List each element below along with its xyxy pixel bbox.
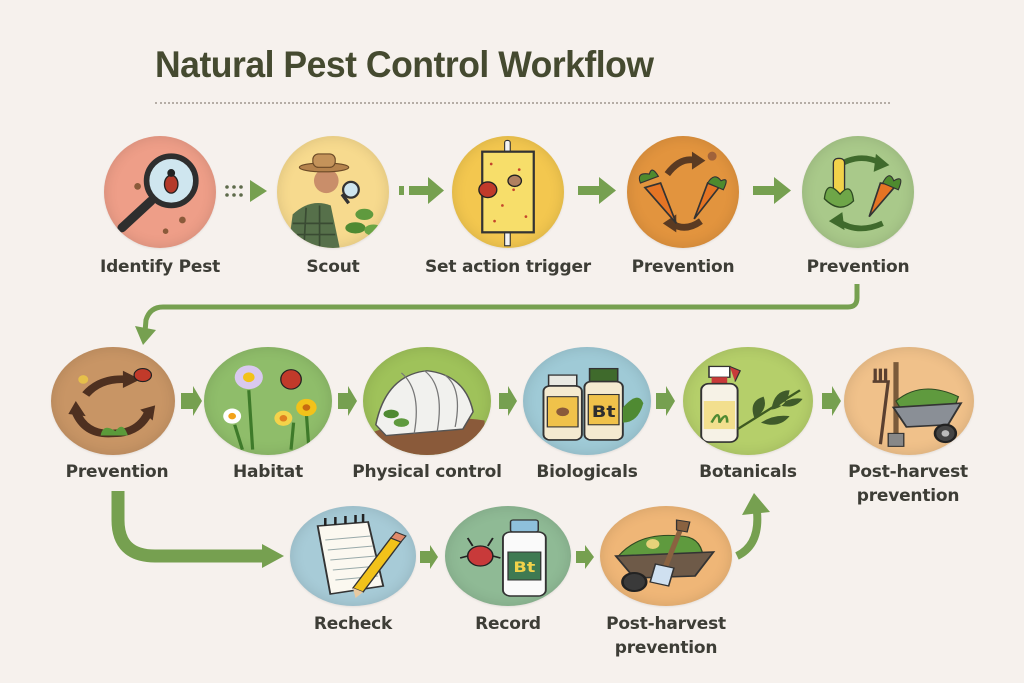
arrow-up-to-botanicals: [735, 511, 762, 560]
step-label: Prevention: [806, 257, 910, 277]
soil-cycle-ladybug-icon: [51, 347, 175, 455]
arrow-wrap-row1-to-row2: [142, 284, 860, 333]
svg-text:Bt: Bt: [513, 559, 535, 576]
step-label-line1: Post-harvest: [848, 462, 968, 482]
step-label: Set action trigger: [424, 257, 591, 277]
arrow-prevention-to-prevention: [753, 177, 791, 204]
title-divider: [155, 102, 890, 104]
page-title: Natural Pest Control Workflow: [155, 44, 654, 85]
crop-rotation-carrots-icon: [627, 136, 739, 248]
step-label: Botanicals: [699, 462, 797, 482]
arrow-row2-4: [656, 386, 675, 416]
arrow-scout-to-trigger: [399, 177, 444, 204]
arrow-row2-3: [499, 386, 517, 416]
arrow-row2-5: [822, 386, 841, 416]
arrow-trigger-to-prevention: [578, 177, 616, 204]
svg-text:Bt: Bt: [592, 404, 616, 422]
notepad-pencil-icon: [290, 506, 416, 606]
arrow-identify-to-scout: [225, 180, 267, 202]
bt-bottles-icon: Bt: [523, 347, 651, 455]
row-cover-tunnel-icon: [363, 347, 491, 455]
wheelbarrow-tools-icon: [844, 347, 974, 455]
arrow-branch-to-recheck: [111, 491, 268, 563]
step-label: Recheck: [313, 614, 393, 634]
step-label: Post-harvest prevention: [808, 460, 1008, 508]
step-label: Biologicals: [536, 462, 638, 482]
flowers-ladybug-icon: [204, 347, 332, 455]
step-label: Identify Pest: [99, 257, 221, 277]
magnifier-bug-icon: [104, 136, 216, 248]
step-label-line1: Post-harvest: [606, 614, 726, 634]
step-label: Habitat: [232, 462, 304, 482]
arrow-row3-2: [576, 545, 594, 569]
step-label: Prevention: [631, 257, 735, 277]
crop-rotation-corn-carrot-icon: [802, 136, 914, 248]
arrow-wrap-head: [135, 326, 156, 345]
step-label: Prevention: [65, 462, 169, 482]
step-label: Physical control: [352, 462, 502, 482]
step-label-line2: prevention: [856, 486, 960, 506]
arrow-row3-1: [420, 545, 438, 569]
step-label-line2: prevention: [614, 638, 718, 658]
step-label: Post-harvest prevention: [566, 612, 766, 660]
spray-bottle-leaves-icon: [683, 347, 813, 455]
bt-bottle-bug-icon: Bt: [445, 506, 571, 606]
arrow-row2-2: [338, 386, 357, 416]
step-label: Record: [475, 614, 541, 634]
farmer-magnifier-icon: [277, 136, 389, 248]
wheelbarrow-shovel-icon: [600, 506, 732, 606]
step-label: Scout: [306, 257, 360, 277]
sticky-trap-icon: [452, 136, 564, 248]
arrow-row2-1: [181, 386, 202, 416]
